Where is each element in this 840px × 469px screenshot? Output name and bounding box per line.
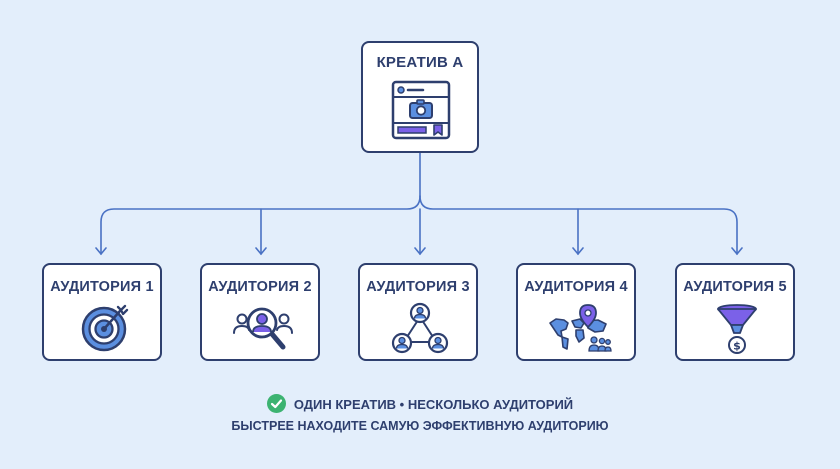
- audience-card-5[interactable]: АУДИТОРИЯ 5 $: [675, 263, 795, 361]
- connector-branch-left: [100, 195, 421, 255]
- target-icon: [81, 304, 129, 352]
- ad-creative-icon: [391, 80, 451, 140]
- creative-title: КРЕАТИВ А: [376, 54, 464, 71]
- audience-title-4: АУДИТОРИЯ 4: [524, 279, 628, 295]
- audience-card-1[interactable]: АУДИТОРИЯ 1: [42, 263, 162, 361]
- arrow-head-4: [572, 247, 584, 256]
- network-node-left: [391, 332, 413, 354]
- connector-branch-right: [419, 195, 738, 255]
- network-node-right: [427, 332, 449, 354]
- world-map-icon: [549, 304, 612, 352]
- network-icon: [391, 302, 449, 354]
- check-icon: [266, 394, 286, 413]
- arrow-head-3: [414, 247, 426, 256]
- audience-card-4[interactable]: АУДИТОРИЯ 4: [516, 263, 636, 361]
- arrow-head-1: [95, 247, 107, 256]
- arrow-head-5: [731, 247, 743, 256]
- creative-card[interactable]: КРЕАТИВ А: [361, 41, 479, 153]
- people-search-icon: [233, 307, 293, 350]
- network-node-top: [409, 302, 431, 324]
- funnel-icon: $: [717, 304, 757, 354]
- audience-card-3[interactable]: АУДИТОРИЯ 3: [358, 263, 478, 361]
- footer-line-2: БЫСТРЕЕ НАХОДИТЕ САМУЮ ЭФФЕКТИВНУЮ АУДИТ…: [231, 419, 609, 433]
- footer-line-1: ОДИН КРЕАТИВ • НЕСКОЛЬКО АУДИТОРИЙ: [0, 394, 840, 414]
- audience-title-5: АУДИТОРИЯ 5: [683, 279, 787, 295]
- audience-title-3: АУДИТОРИЯ 3: [366, 279, 470, 295]
- svg-text:$: $: [733, 340, 741, 353]
- audience-title-2: АУДИТОРИЯ 2: [208, 279, 312, 295]
- footer-tagline: ОДИН КРЕАТИВ • НЕСКОЛЬКО АУДИТОРИЙ: [293, 397, 574, 412]
- audience-title-1: АУДИТОРИЯ 1: [50, 279, 154, 295]
- arrow-head-2: [255, 247, 267, 256]
- audience-card-2[interactable]: АУДИТОРИЯ 2: [200, 263, 320, 361]
